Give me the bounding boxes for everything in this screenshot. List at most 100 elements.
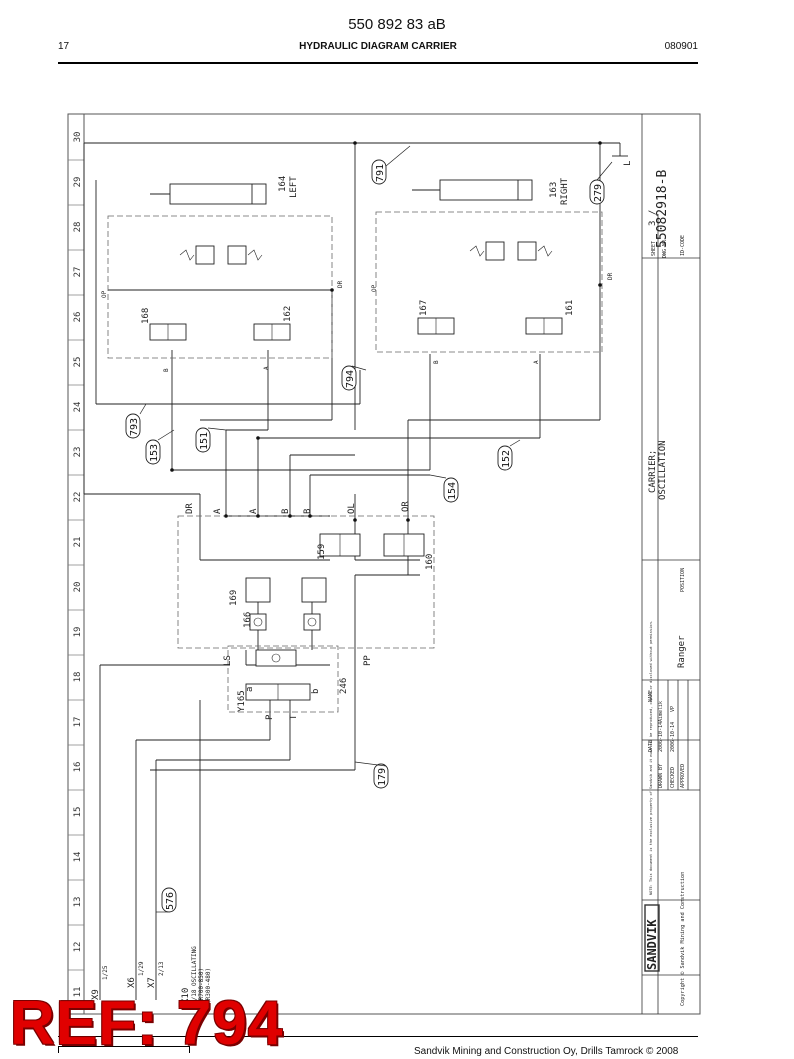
label-left: LEFT	[289, 176, 299, 198]
valves	[149, 241, 563, 701]
label-OL: OL	[347, 503, 357, 514]
label-246: 246	[339, 678, 349, 694]
title-block	[641, 114, 700, 1014]
document-number: 550 892 83 aB	[348, 16, 446, 33]
drawn-name: Aimelik	[658, 701, 664, 722]
approved-label: APPROVED	[680, 764, 686, 788]
grid-number: 12	[73, 942, 83, 953]
connector-labels: X9 1/25 X6 1/29 X7 2/13 X10 2/18 OSCILLA…	[91, 946, 212, 1004]
label-b-left: B	[163, 368, 170, 372]
connector-x6: X6	[127, 977, 137, 988]
page-number: 17	[58, 41, 70, 52]
grid-number: 26	[73, 312, 83, 323]
label-L: L	[623, 161, 633, 166]
label-T: T	[289, 714, 299, 720]
grid-number: 25	[73, 357, 83, 368]
drawing-number: 55082918-B	[655, 170, 670, 248]
connector-x7: X7	[147, 977, 157, 988]
label-169: 169	[229, 590, 239, 606]
drawn-by-label: DRAWN BY	[658, 764, 664, 788]
label-PP: PP	[363, 655, 373, 666]
label-164: 164	[278, 176, 288, 192]
junction-dots	[170, 141, 602, 522]
label-B-1: B	[281, 509, 291, 514]
label-166: 166	[243, 612, 253, 628]
cylinder-right	[412, 179, 533, 201]
callout-279: 279	[593, 184, 604, 202]
label-op-right: OP	[371, 284, 378, 292]
checked-name: VP	[670, 706, 676, 712]
document-date: 080901	[664, 41, 698, 52]
grid-number: 14	[73, 852, 83, 863]
callout-153: 153	[149, 444, 160, 462]
sheet-value: 3 /	[648, 210, 658, 226]
footer-rule	[58, 1036, 698, 1037]
grid-number: 11	[73, 987, 83, 998]
valve-internals	[167, 245, 553, 700]
connector-x10-line1: 2/18 OSCILLATING	[191, 946, 198, 1004]
id-code-label: ID-CODE	[680, 235, 686, 256]
ref-stamp: REF: 794	[10, 989, 284, 1058]
grid-number: 18	[73, 672, 83, 683]
dwg-label: DWG NR	[662, 239, 668, 258]
grid-number: 30	[73, 132, 83, 143]
copyright-text: Copyright © Sandvik Mining and Construct…	[680, 872, 686, 1006]
callout-179: 179	[377, 768, 388, 786]
grid-number: 24	[73, 402, 83, 413]
label-OR: OR	[401, 501, 411, 512]
callout-numbers: 791 279 793 153 151 794 152 154 179 576	[129, 164, 604, 910]
header-rule	[58, 62, 698, 64]
label-A-1: A	[213, 508, 223, 514]
callout-793: 793	[129, 418, 140, 436]
sheet-label: SHEET	[651, 241, 657, 256]
grid-number: 13	[73, 897, 83, 908]
header-row: 17 HYDRAULIC DIAGRAM CARRIER 080901	[58, 41, 698, 57]
connector-x10-line3: (R300-480)	[205, 968, 212, 1004]
label-160: 160	[425, 554, 435, 570]
callout-leaders	[139, 145, 613, 913]
label-159: 159	[317, 544, 327, 560]
callout-791: 791	[375, 164, 386, 182]
connector-x7-pin: 2/13	[158, 961, 165, 976]
title-line-1: CARRIER;	[648, 450, 658, 493]
connector-x6-pin: 1/29	[138, 961, 145, 976]
grid-number: 15	[73, 807, 83, 818]
drawing-frame	[67, 113, 701, 1015]
legal-notice: NOTE: This document is the exclusive pro…	[649, 620, 653, 895]
label-167: 167	[419, 300, 429, 316]
grid-number: 16	[73, 762, 83, 773]
grid-number: 22	[73, 492, 83, 503]
callout-152: 152	[501, 450, 512, 468]
connector-x10: X10	[181, 988, 191, 1004]
connector-x10-line2: (R700-850)	[198, 968, 205, 1004]
grid-number: 27	[73, 267, 83, 278]
name-label: NAME	[648, 690, 654, 702]
title-line-2: OSCILLATION	[658, 440, 668, 500]
label-161: 161	[565, 300, 575, 316]
connector-x9-pin: 1/25	[102, 965, 109, 980]
label-a-right: A	[533, 360, 540, 364]
callout-154: 154	[447, 482, 458, 500]
label-a-left: A	[263, 366, 270, 370]
title-block-text: 55082918-B SHEET 3 / DWG NR ID-CODE CARR…	[645, 170, 687, 1006]
label-dr-right: DR	[607, 272, 614, 280]
callout-576: 576	[165, 892, 176, 910]
grid-number: 29	[73, 177, 83, 188]
grid-number: 19	[73, 627, 83, 638]
page-title: HYDRAULIC DIAGRAM CARRIER	[299, 41, 457, 52]
label-LS: LS	[223, 655, 233, 666]
label-right: RIGHT	[560, 177, 570, 205]
label-a: a	[245, 687, 255, 692]
grid-number: 20	[73, 582, 83, 593]
component-labels: 164 LEFT 163 RIGHT 168 162 167 161 169 1…	[101, 161, 633, 720]
label-b-right: B	[433, 360, 440, 364]
sandvik-logo: SANDVIK	[645, 919, 659, 970]
connector-x9: X9	[91, 989, 101, 1000]
label-A-2: A	[249, 508, 259, 514]
label-y165: Y165	[237, 690, 247, 712]
drawn-date: 2006-10-14	[658, 722, 664, 752]
label-162: 162	[283, 306, 293, 322]
label-op-left: OP	[101, 290, 108, 298]
cylinder-left	[150, 183, 267, 205]
checked-date: 2006-10-14	[670, 722, 676, 752]
